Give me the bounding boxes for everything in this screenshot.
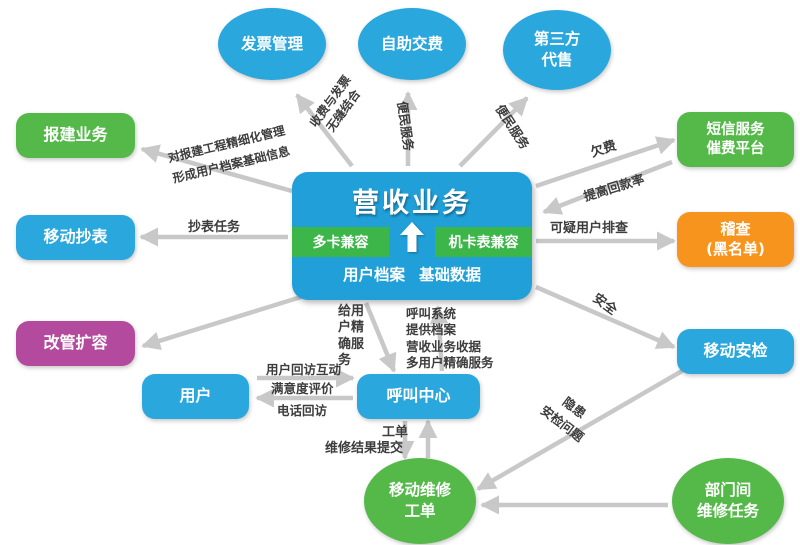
arrow-safety-to-workorder	[476, 369, 684, 491]
node-interdepartment-repair-task: 部门间 维修任务	[672, 458, 784, 544]
node-pipe-modification-expansion: 改管扩容	[16, 321, 135, 366]
label-precise-service: 给用户精确服务	[338, 304, 365, 368]
multi-card-compatible-label: 多卡兼容	[292, 227, 389, 257]
node-user: 用户	[142, 374, 249, 419]
label-user-interaction: 用户回访互动	[266, 362, 342, 377]
label-suspicious-users: 可疑用户排查	[550, 221, 629, 236]
revenue-business-center: 营收业务 多卡兼容 机卡表兼容 用户档案 基础数据	[292, 172, 532, 300]
node-self-service-payment: 自助交费	[358, 8, 466, 80]
up-arrow-icon	[389, 222, 435, 257]
arrow-center-to-third-party	[458, 96, 529, 168]
node-invoice-management: 发票管理	[218, 8, 326, 80]
arrow-center-to-construction	[140, 144, 293, 194]
node-call-center: 呼叫中心	[357, 374, 480, 419]
label-work-order: 工单	[382, 425, 409, 440]
arrow-center-to-invoice	[295, 93, 354, 168]
compatibility-stripe: 多卡兼容 机卡表兼容	[292, 222, 532, 257]
label-meter-task: 抄表任务	[188, 220, 241, 235]
arrow-sms-to-center	[542, 159, 673, 215]
arrow-callcenter-to-center	[429, 305, 449, 372]
user-archive-label: 用户档案	[342, 266, 405, 284]
node-construction-registration: 报建业务	[16, 113, 135, 158]
arrow-center-to-sms	[535, 136, 676, 189]
center-footer: 用户档案 基础数据	[292, 263, 532, 285]
node-mobile-repair-order: 移动维修 工单	[364, 458, 476, 544]
arrow-center-to-safety	[535, 284, 676, 350]
label-repair-result: 维修结果提交	[325, 441, 404, 456]
label-phone-callback: 电话回访	[277, 403, 328, 418]
node-sms-collection-platform: 短信服务 催费平台	[677, 112, 794, 167]
node-inspection-blacklist: 稽查 (黑名单)	[677, 212, 794, 267]
node-mobile-meter-reading: 移动抄表	[16, 215, 135, 260]
node-third-party-sales: 第三方 代售	[503, 10, 611, 90]
node-mobile-safety-inspection: 移动安检	[677, 329, 794, 374]
center-title: 营收业务	[352, 188, 472, 219]
label-satisfaction: 满意度评价	[271, 381, 334, 396]
arrow-center-to-pipe	[141, 294, 302, 350]
arrow-center-to-callcenter	[363, 302, 397, 373]
base-data-label: 基础数据	[419, 266, 482, 284]
meter-card-compatible-label: 机卡表兼容	[435, 227, 532, 257]
label-call-system-info: 呼叫系统 提供档案 营收业务收据 多用户精确服务	[406, 306, 494, 370]
